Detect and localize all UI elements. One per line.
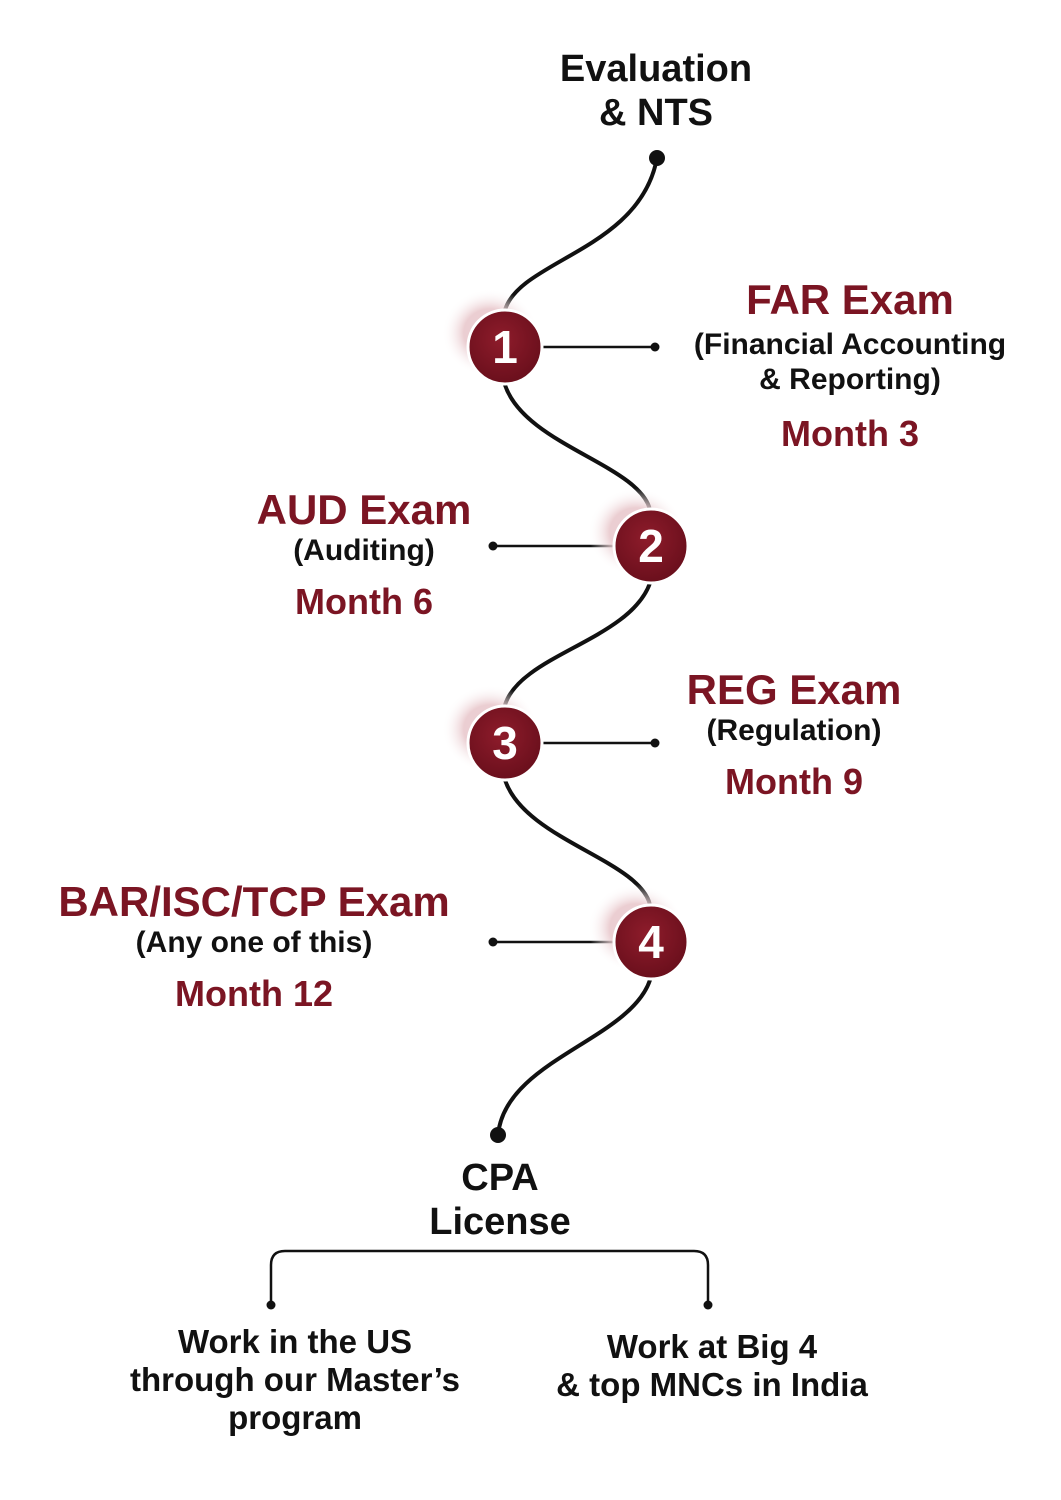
step-3-subtitle: (Regulation) [706, 714, 882, 748]
step-1-number: 1 [492, 321, 518, 373]
outcome-work-in-us: Work in the US through our Master’s prog… [95, 1323, 495, 1437]
step-2-number: 2 [638, 520, 664, 572]
outcome-bracket [269, 1249, 710, 1305]
step-4-month: Month 12 [175, 972, 333, 1014]
step-3-marker [442, 685, 544, 782]
end-dot [490, 1127, 506, 1143]
step-1-marker [442, 289, 544, 386]
outcome-1-line3: program [228, 1398, 362, 1436]
step-1-title: FAR Exam [746, 276, 954, 323]
start-label-line1: Evaluation [559, 48, 753, 90]
winding-path [496, 979, 652, 1136]
step-1-subtitle-line1: (Financial Accounting [693, 328, 1007, 362]
step-3-label: REG Exam (Regulation) Month 9 [634, 666, 954, 802]
end-label-line2: License [429, 1200, 571, 1243]
step-4-label: BAR/ISC/TCP Exam (Any one of this) Month… [20, 878, 488, 1014]
outcome-1-line1: Work in the US [177, 1323, 413, 1360]
step-2-label: AUD Exam (Auditing) Month 6 [204, 486, 524, 622]
outcome-work-in-india: Work at Big 4 & top MNCs in India [512, 1328, 912, 1404]
start-label-line2: & NTS [599, 91, 713, 134]
step-4-title: BAR/ISC/TCP Exam [58, 878, 450, 925]
step-3-month: Month 9 [725, 760, 863, 802]
step-4-number: 4 [638, 916, 664, 968]
outcome-2-line1: Work at Big 4 [606, 1328, 818, 1365]
step-1-label: FAR Exam (Financial Accounting & Reporti… [660, 276, 1040, 455]
step-4-subtitle: (Any one of this) [135, 926, 373, 960]
step-2-month: Month 6 [295, 580, 433, 622]
step-2-marker [588, 488, 690, 585]
start-label: Evaluation & NTS [556, 48, 756, 135]
step-1-month: Month 3 [781, 413, 919, 455]
outcome-1-line2: through our Master’s [129, 1360, 461, 1398]
step-2-title: AUD Exam [256, 486, 472, 533]
winding-path [503, 582, 652, 706]
start-dot [649, 150, 665, 166]
step-1-subtitle-line2: & Reporting) [759, 362, 941, 396]
step-2-subtitle: (Auditing) [293, 534, 435, 568]
winding-path [503, 157, 659, 311]
step-3-title: REG Exam [686, 666, 902, 713]
step-4-marker [588, 884, 690, 981]
outcome-2-line2: & top MNCs in India [556, 1365, 868, 1403]
step-3-number: 3 [492, 717, 518, 769]
end-label-line1: CPA [461, 1157, 539, 1199]
end-label: CPA License [400, 1157, 600, 1244]
